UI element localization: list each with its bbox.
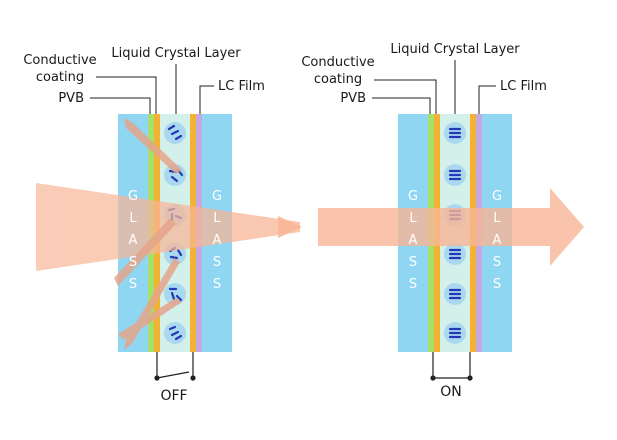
scatter-ray: [118, 298, 182, 340]
leader-lines: [90, 64, 214, 114]
glass-letter: G: [128, 189, 138, 204]
transmitted-light-arrow: [318, 188, 584, 266]
scatter-ray: [114, 218, 176, 286]
leader-lc-film: [199, 85, 214, 114]
leader-lines: [372, 60, 496, 114]
glass-letters-right: G L A S S: [492, 189, 502, 292]
glass-letter: L: [409, 211, 417, 226]
label-lc-film: LC Film: [218, 79, 265, 94]
switch-circuit-on: [430, 352, 473, 381]
leader-pvb: [90, 97, 151, 114]
label-liquid-crystal: Liquid Crystal Layer: [390, 42, 520, 57]
glass-letters-left: G L A S S: [408, 189, 418, 292]
glass-letter: G: [408, 189, 418, 204]
glass-letter: L: [493, 211, 501, 226]
lc-molecule: [164, 283, 186, 305]
glass-letter: S: [409, 255, 417, 270]
glass-letter: S: [213, 277, 221, 292]
glass-letters-right: G L A S S: [212, 189, 222, 292]
light-arrow-head: [278, 216, 302, 238]
panel-off: G L A S S G L A S S Conductive coating P…: [23, 46, 302, 404]
lc-molecule: [164, 322, 186, 344]
glass-letter: G: [492, 189, 502, 204]
glass-letter: S: [409, 277, 417, 292]
glass-letter: S: [129, 277, 137, 292]
glass-letter: S: [493, 277, 501, 292]
leader-pvb: [372, 97, 431, 114]
label-conductive: Conductive: [301, 55, 374, 70]
glass-letter: A: [213, 233, 222, 248]
lc-molecule: [444, 243, 466, 265]
scatter-ray: [124, 118, 182, 174]
state-label-on: ON: [440, 384, 462, 400]
lc-molecule: [444, 283, 466, 305]
leader-lc-film: [478, 85, 496, 114]
label-liquid-crystal: Liquid Crystal Layer: [111, 46, 241, 61]
label-coating: coating: [314, 72, 362, 87]
lc-molecule: [444, 322, 466, 344]
switch-lever: [156, 371, 190, 379]
glass-letter: S: [129, 255, 137, 270]
leader-conductive: [96, 76, 157, 114]
label-conductive: Conductive: [23, 53, 96, 68]
glass-letter: A: [493, 233, 502, 248]
switch-circuit-off: [154, 352, 196, 381]
lc-molecule: [444, 164, 466, 186]
scattered-rays: [114, 118, 182, 350]
lc-molecule: [444, 122, 466, 144]
panel-on: G L A S S G L A S S Conductive coating P…: [301, 42, 584, 400]
glass-letter: A: [129, 233, 138, 248]
glass-letter: L: [129, 211, 137, 226]
glass-letter: S: [493, 255, 501, 270]
glass-letter: G: [212, 189, 222, 204]
glass-letters-left: G L A S S: [128, 189, 138, 292]
label-pvb: PVB: [340, 91, 366, 106]
label-coating: coating: [36, 70, 84, 85]
glass-letter: A: [409, 233, 418, 248]
state-label-off: OFF: [160, 388, 187, 404]
leader-conductive: [374, 79, 437, 114]
lc-molecule: [164, 122, 186, 144]
glass-letter: S: [213, 255, 221, 270]
label-lc-film: LC Film: [500, 79, 547, 94]
label-pvb: PVB: [58, 91, 84, 106]
glass-letter: L: [213, 211, 221, 226]
